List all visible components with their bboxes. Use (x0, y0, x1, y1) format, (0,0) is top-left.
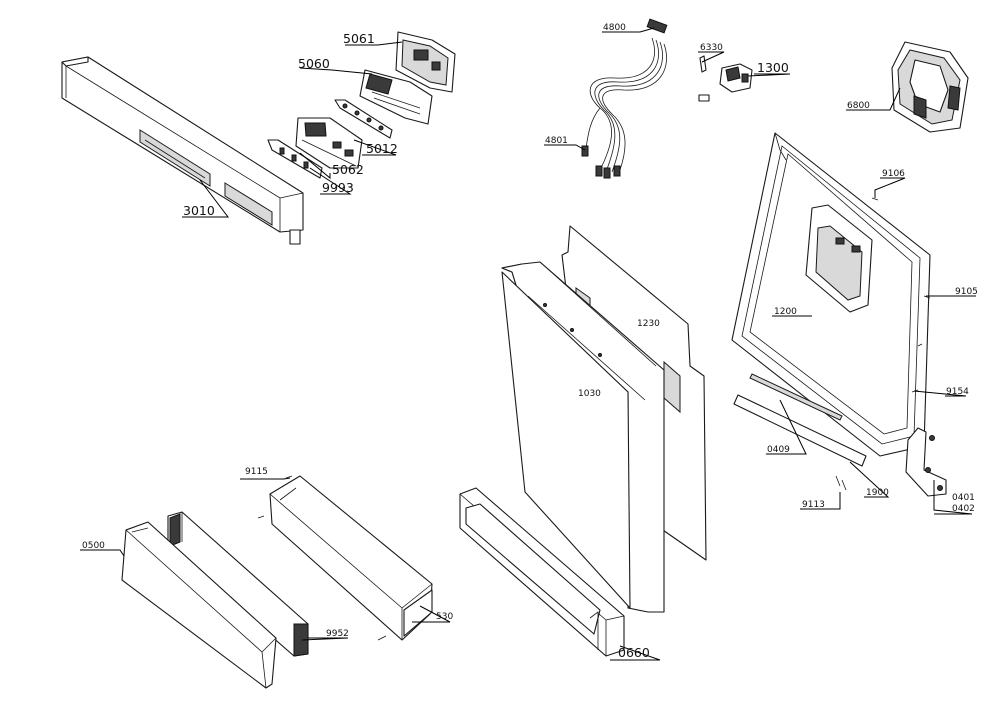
callout-9952: 9952 (326, 629, 349, 639)
door-kickplate (459, 487, 625, 657)
callout-9113: 9113 (802, 500, 825, 510)
callout-labels: 5061 5060 5012 5062 9993 3010 4800 4801 … (82, 23, 978, 660)
callout-9106: 9106 (882, 169, 905, 179)
callout-530: 530 (436, 612, 453, 622)
callout-1900: 1900 (866, 488, 889, 498)
callout-9154: 9154 (946, 387, 969, 397)
callout-1300: 1300 (757, 60, 789, 75)
control-module (359, 69, 433, 125)
detergent-dispenser (891, 41, 969, 133)
callout-9115: 9115 (245, 467, 268, 477)
inner-door-panel (731, 132, 931, 457)
callout-1030: 1030 (578, 389, 601, 399)
callout-5061: 5061 (343, 31, 375, 46)
callout-0402: 0402 (952, 504, 975, 514)
cable-harness (581, 18, 668, 179)
callout-6330: 6330 (700, 43, 723, 53)
callout-0409: 0409 (767, 445, 790, 455)
sensor-part (698, 55, 710, 102)
callout-6800: 6800 (847, 101, 870, 111)
button-strip (334, 99, 393, 139)
screws (285, 197, 931, 491)
callout-4800: 4800 (603, 23, 626, 33)
callout-5062: 5062 (332, 162, 364, 177)
callout-9105: 9105 (955, 287, 978, 297)
callout-5012: 5012 (366, 141, 398, 156)
control-board-housing (395, 31, 456, 93)
display-board (295, 117, 363, 169)
control-panel-fascia (61, 56, 304, 245)
door-bottom-seal (733, 373, 867, 467)
callout-5060: 5060 (298, 56, 330, 71)
lower-kickplate (121, 521, 277, 689)
door-hinge (905, 427, 947, 497)
callout-1230: 1230 (637, 319, 660, 329)
callout-0660: 0660 (618, 645, 650, 660)
callout-0500: 0500 (82, 541, 105, 551)
bottom-support-rail (257, 475, 433, 641)
leader-lines (80, 27, 976, 661)
callout-9993: 9993 (322, 180, 354, 195)
callout-0401: 0401 (952, 493, 975, 503)
key-buttons (267, 139, 323, 179)
door-lock (719, 63, 753, 93)
callout-3010: 3010 (183, 203, 215, 218)
callout-4801: 4801 (545, 136, 568, 146)
callout-1200: 1200 (774, 307, 797, 317)
outer-door-panel (501, 261, 665, 613)
